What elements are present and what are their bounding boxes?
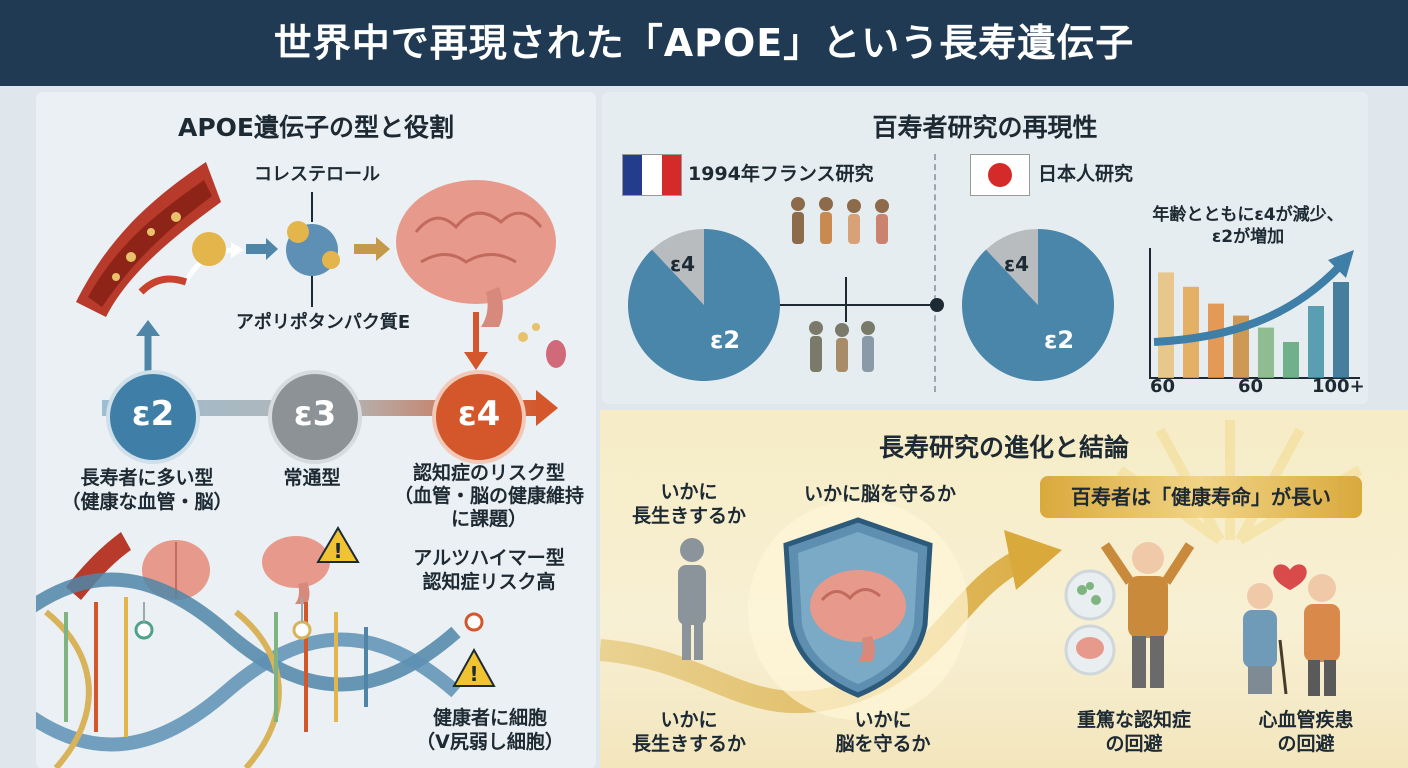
conclusion-banner (1040, 476, 1362, 518)
france-study-label: 1994年フランス研究 (688, 163, 874, 185)
pie1-slice-e2 (628, 229, 780, 381)
pie2-slice-e2 (962, 229, 1114, 381)
pie1-slice-e4 (651, 229, 704, 305)
cell-icon (546, 340, 566, 368)
pie1-label-e2: ε2 (710, 326, 741, 354)
elderly-man-icon (1100, 542, 1195, 688)
pie-chart-france (628, 229, 780, 381)
bar-1 (1158, 272, 1174, 378)
warning-icon: ! (316, 526, 360, 563)
bar-chart-title: 年齢とともにε4が減少、 ε2が増加 (1152, 205, 1344, 247)
question-long-life-top: いかに 長生きするか (631, 481, 746, 527)
pie2-slice-e4 (985, 229, 1038, 305)
study-divider (934, 154, 936, 392)
title-bar (0, 0, 1408, 86)
allele-e2-circle (106, 370, 200, 464)
svg-text:!: ! (469, 662, 478, 686)
x-tick-3: 100+ (1312, 376, 1365, 397)
trend-arrow (1153, 263, 1343, 346)
france-flag-icon (622, 154, 682, 196)
bar-2 (1183, 286, 1199, 378)
top-right-heading: 百寿者研究の再現性 (872, 113, 1098, 142)
bar-8 (1333, 282, 1349, 378)
allele-e4-circle (432, 370, 526, 464)
warning-icon: ! (452, 647, 496, 687)
bar-chart-axis (1149, 248, 1360, 379)
evolution-illustration (600, 420, 1363, 720)
dna-helix-icon (36, 572, 484, 768)
bottom-right-heading: 長寿研究の進化と結論 (878, 433, 1129, 462)
cholesterol-icon (192, 232, 226, 266)
brain-icon (810, 570, 906, 662)
elderly-group-icon (791, 197, 889, 244)
pie1-label-e4: ε4 (670, 252, 696, 276)
svg-text:!: ! (333, 539, 342, 563)
bar-3 (1208, 303, 1224, 378)
outcome-dementia: 重篤な認知症 の回避 (1076, 709, 1191, 755)
elderly-group-icon (809, 321, 875, 372)
question-protect-brain-top: いかに脳を守るか (803, 483, 956, 505)
alzheimer-risk-label: アルツハイマー型 認知症リスク高 (413, 547, 565, 593)
risk-brain-icon (262, 536, 330, 604)
pie-charts (628, 197, 1360, 381)
allele-e4-desc: 認知症のリスク型 （血管・脳の健康維持 に課題） (393, 462, 584, 530)
heart-icon (1273, 564, 1307, 590)
healthy-cells-icon (1064, 569, 1116, 621)
japan-study-label: 日本人研究 (1038, 163, 1134, 185)
bar-chart (1149, 248, 1360, 379)
page-title: 世界中で再現された「APOE」という長寿遺伝子 (273, 21, 1135, 65)
japan-flag-icon (970, 154, 1030, 196)
cells-label: 健康者に細胞 （V尻弱し細胞） (416, 707, 564, 753)
bar-7 (1308, 306, 1324, 378)
allele-e2-symbol: ε2 (131, 394, 175, 434)
allele-e3-symbol: ε3 (293, 394, 337, 434)
outcome-cardiovascular: 心血管疾患 の回避 (1258, 709, 1354, 755)
question-long-life-bottom: いかに 長生きするか (631, 709, 746, 755)
risk-arrow-icon (536, 390, 558, 426)
cholesterol-label: コレステロール (254, 164, 380, 185)
arrow-icon (354, 237, 390, 261)
allele-e2-desc: 長寿者に多い型 （健康な血管・脳） (61, 467, 233, 513)
arrow-icon (246, 238, 278, 260)
pie2-label-e2: ε2 (1044, 326, 1075, 354)
conclusion-banner-text: 百寿者は「健康寿命」が長い (1071, 485, 1331, 509)
left-heading: APOE遺伝子の型と役割 (177, 113, 454, 142)
apoe-molecule-icon (286, 192, 340, 307)
pie-chart-japan (962, 229, 1114, 381)
blood-vessel-icon (76, 162, 221, 317)
person-icon (678, 538, 706, 660)
trend-arrow-head (1328, 250, 1354, 278)
bar-5 (1258, 327, 1274, 378)
elderly-couple-icon (1243, 564, 1340, 696)
apolipoprotein-label: アポリポタンパク質E (235, 312, 411, 333)
allele-e4-symbol: ε4 (457, 394, 501, 434)
question-protect-brain-bottom: いかに 脳を守るか (835, 709, 931, 755)
allele-e3-circle (268, 370, 362, 464)
x-tick-1: 60 (1150, 376, 1176, 397)
allele-e3-desc: 常通型 (283, 467, 341, 489)
bottom-right-panel (600, 410, 1408, 768)
bar-6 (1283, 342, 1299, 378)
brain-icon (396, 180, 556, 327)
x-tick-2: 60 (1238, 376, 1264, 397)
pie2-label-e4: ε4 (1004, 252, 1030, 276)
